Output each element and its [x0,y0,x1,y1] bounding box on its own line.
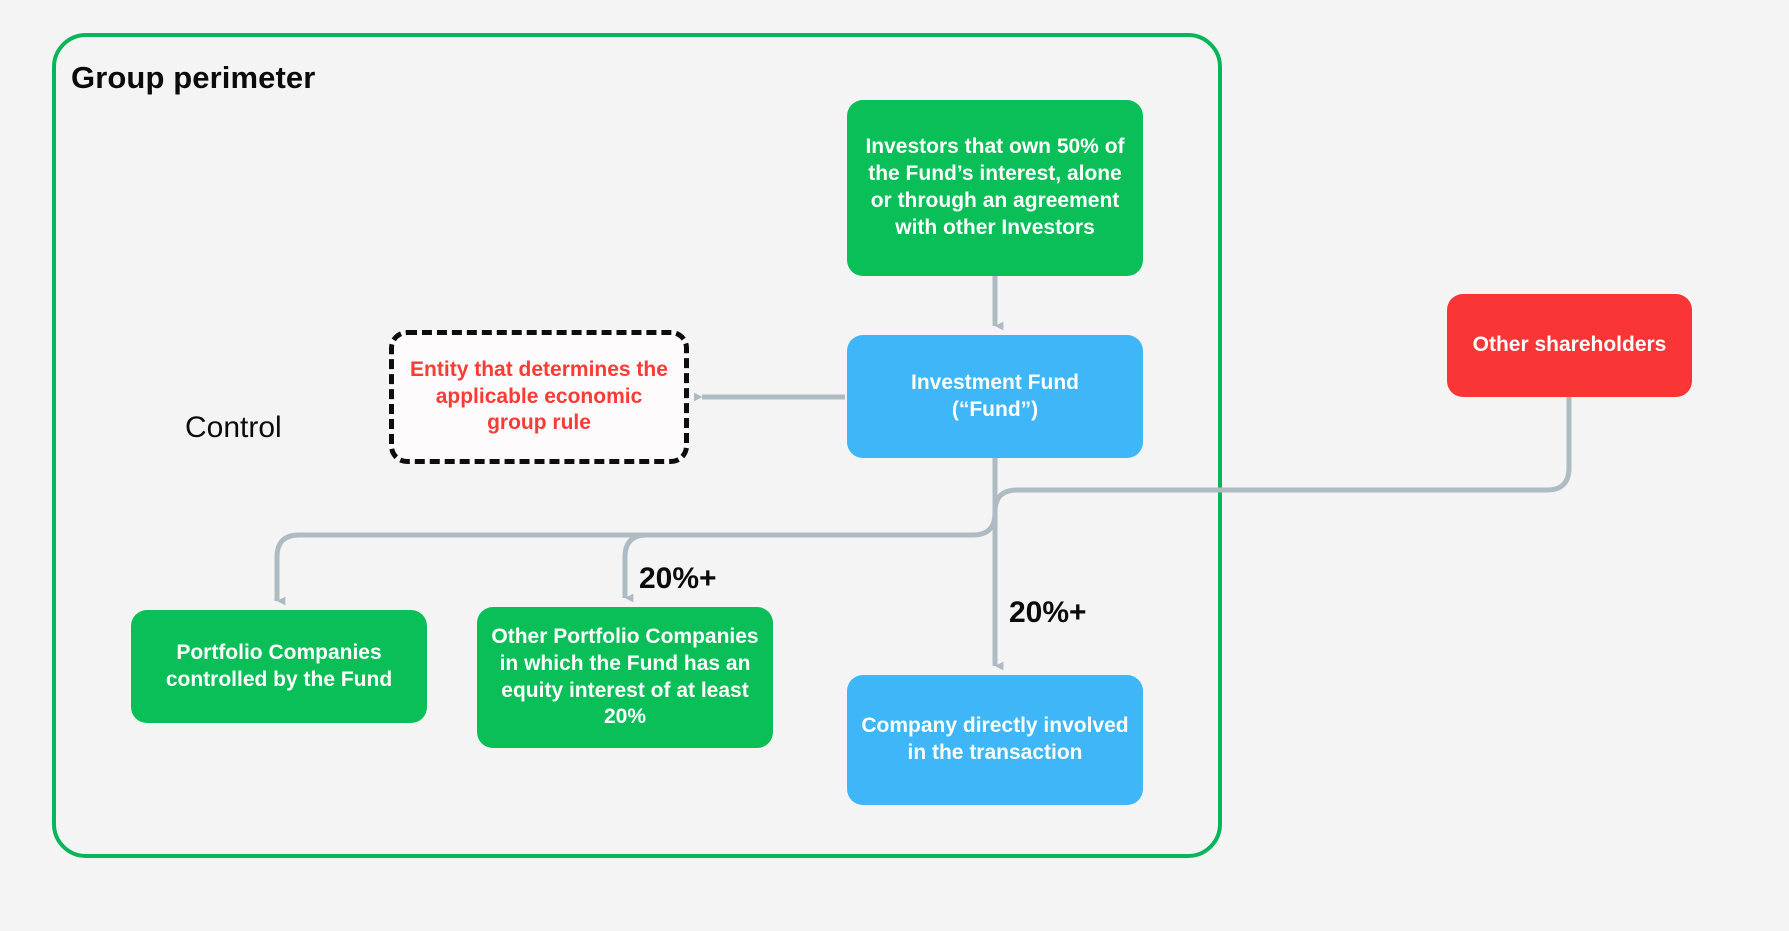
edge-label-control: Control [185,411,282,444]
group-perimeter-title: Group perimeter [71,60,316,95]
node-company-directly-involved[interactable]: Company directly involved in the transac… [847,675,1143,805]
edge-label-pct-company: 20%+ [1009,596,1087,629]
node-investment-fund[interactable]: Investment Fund (“Fund”) [847,335,1143,458]
node-portfolio-companies-controlled[interactable]: Portfolio Companies controlled by the Fu… [131,610,427,723]
edge-label-pct-portfolio: 20%+ [639,562,717,595]
node-other-portfolio-companies[interactable]: Other Portfolio Companies in which the F… [477,607,773,748]
node-other-shareholders[interactable]: Other shareholders [1447,294,1692,397]
node-investors[interactable]: Investors that own 50% of the Fund’s int… [847,100,1143,276]
node-entity-determines-rule[interactable]: Entity that determines the applicable ec… [389,330,689,464]
